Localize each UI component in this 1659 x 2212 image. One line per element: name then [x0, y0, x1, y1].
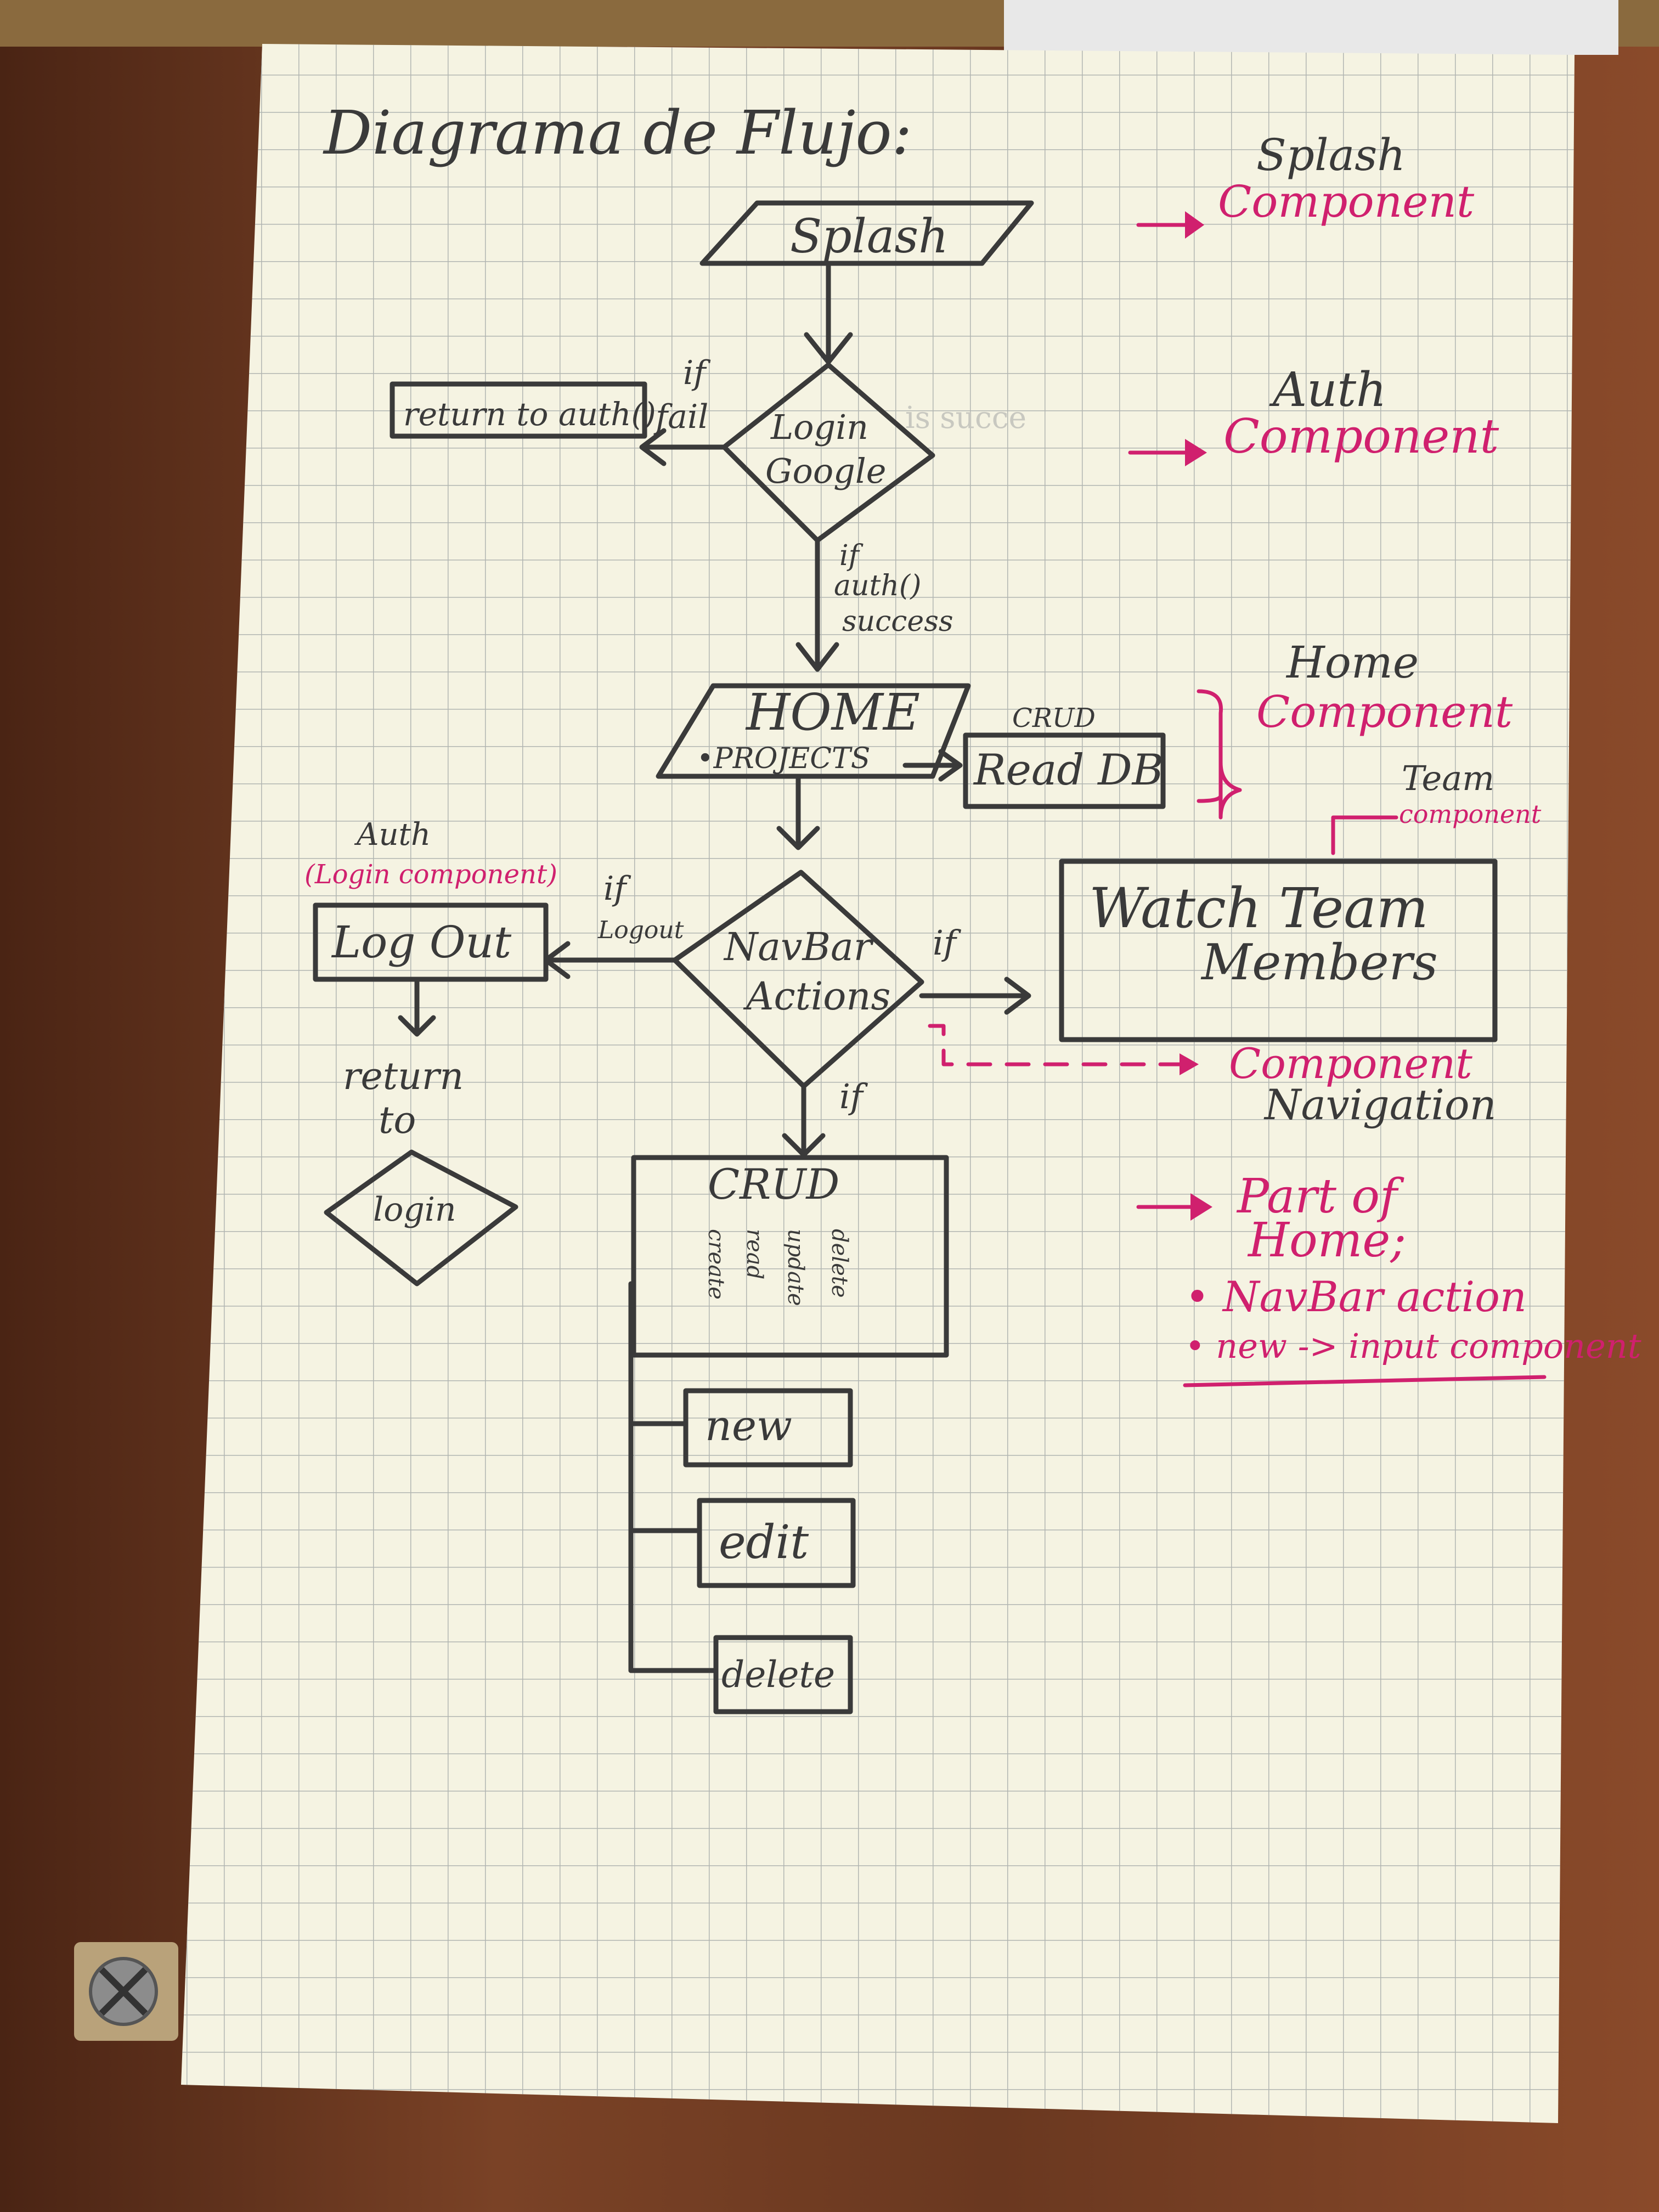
corner-paper — [1004, 0, 1618, 55]
screw-slot — [99, 1967, 148, 2016]
part-of-annot-line4: • new -> input component — [1185, 1326, 1641, 1366]
read-db-label: Read DB — [973, 746, 1164, 795]
splash-label: Splash — [790, 210, 949, 264]
arrowhead — [398, 1015, 436, 1037]
arrowhead — [782, 1133, 826, 1158]
arrowhead — [639, 428, 667, 466]
read-db-node — [963, 732, 1166, 809]
new-label: new — [705, 1401, 792, 1450]
splash-node — [699, 200, 1034, 266]
diagram-title: Diagrama de Flujo: — [323, 98, 912, 168]
watch-team-node — [1059, 859, 1498, 1042]
splash-annot-component: Component — [1218, 176, 1475, 227]
edit-label: edit — [719, 1515, 809, 1569]
team-annot-component: component — [1399, 799, 1542, 829]
if-success-success: success — [842, 605, 953, 638]
delete-node — [713, 1635, 853, 1714]
return-auth-node — [390, 381, 647, 439]
home-annot-component: Component — [1256, 686, 1513, 737]
log-out-label: Log Out — [331, 917, 512, 968]
edit-node — [697, 1498, 856, 1588]
home-annot-title: Home — [1285, 637, 1419, 688]
crud-update: update — [783, 1229, 808, 1306]
arrowhead — [804, 332, 853, 365]
delete-label: delete — [721, 1654, 835, 1696]
crud-node — [631, 1155, 949, 1358]
pink-brace-home — [1197, 689, 1242, 820]
home-label: HOME — [745, 683, 920, 742]
splash-annot-title: Splash — [1256, 129, 1406, 180]
navbar-label: NavBar — [723, 924, 874, 969]
auth-annot-component: Component — [1223, 409, 1499, 464]
watch-team-label: Watch Team — [1089, 876, 1429, 940]
home-node — [656, 683, 971, 779]
if-success-auth: auth() — [834, 569, 921, 602]
to-label: to — [379, 1099, 416, 1142]
arrowhead — [776, 826, 820, 850]
return-auth-label: return to auth() — [403, 396, 656, 433]
pink-arrowhead — [1180, 1053, 1199, 1075]
erased-text: is succe — [905, 400, 1026, 435]
crud-delete: delete — [827, 1229, 852, 1298]
new-node — [683, 1388, 853, 1468]
team-annot-title: Team — [1402, 758, 1494, 798]
auth-login-annot-component: (Login component) — [304, 859, 557, 890]
actions-label: Actions — [743, 974, 890, 1019]
arrowhead — [1004, 977, 1031, 1015]
arrowhead — [795, 642, 839, 672]
arrowhead — [938, 749, 963, 782]
pink-arrowhead — [1190, 1193, 1212, 1221]
pink-arrowhead — [1185, 211, 1204, 239]
login-small-label: login — [373, 1190, 456, 1229]
grid-lines — [181, 44, 1575, 2123]
pink-dashed-navigation — [928, 1024, 1182, 1066]
part-of-annot-line2: Home; — [1247, 1213, 1406, 1268]
crud-label: CRUD — [708, 1160, 839, 1209]
crud-create: create — [703, 1229, 729, 1300]
members-label: Members — [1200, 934, 1438, 991]
navigation-annot-navigation: Navigation — [1263, 1080, 1497, 1129]
google-label: Google — [765, 451, 886, 491]
crud-vertical-words: create read update delete — [703, 1229, 852, 1306]
part-of-annot-line1: Part of — [1236, 1169, 1404, 1224]
crud-small-label: CRUD — [1012, 703, 1096, 733]
pink-arrowhead — [1185, 439, 1207, 466]
part-of-annot-line3: • NavBar action — [1185, 1272, 1527, 1321]
pink-arrow-team — [1331, 815, 1398, 855]
return-label: return — [343, 1055, 464, 1098]
log-out-node — [313, 902, 549, 982]
if-left-logout: Logout — [597, 916, 684, 944]
crud-read: read — [742, 1229, 767, 1279]
auth-annot-title: Auth — [1269, 363, 1386, 417]
auth-login-annot-title: Auth — [354, 817, 431, 853]
login-small-node — [324, 1149, 518, 1286]
login-label: Login — [770, 407, 868, 447]
if-fail-fail: fail — [653, 398, 708, 436]
projects-label: •PROJECTS — [697, 742, 870, 775]
pink-underline — [1183, 1375, 1547, 1387]
navigation-annot-component: Component — [1229, 1039, 1472, 1088]
